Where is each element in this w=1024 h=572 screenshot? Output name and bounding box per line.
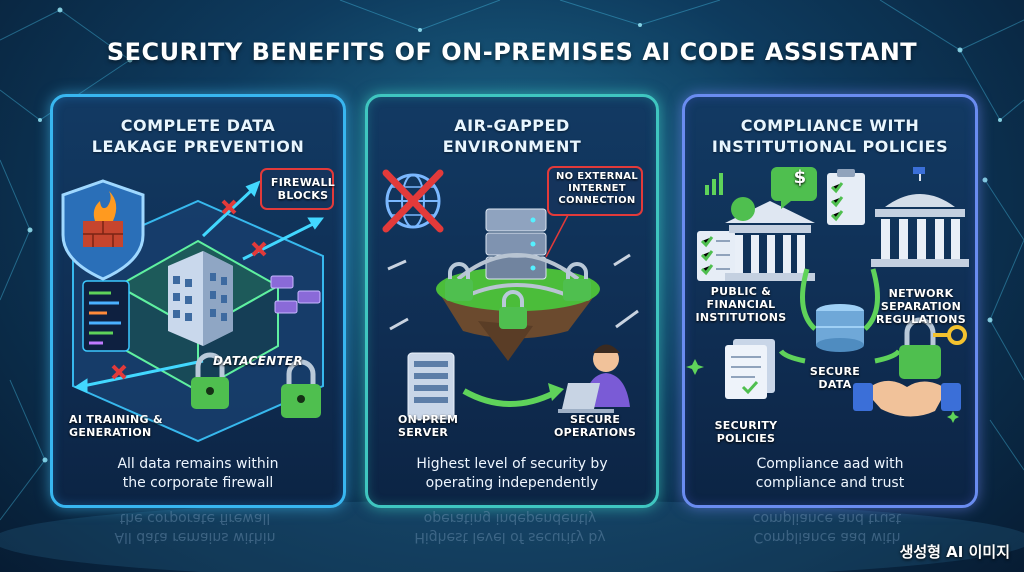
padlock-icon — [563, 262, 591, 301]
card-title-line-1: COMPLETE DATA — [120, 116, 276, 135]
card-title-line-1: COMPLIANCE WITH — [740, 116, 920, 135]
bank-building-icon — [725, 197, 815, 281]
compliance-illustration — [686, 167, 969, 423]
page-title: SECURITY BENEFITS OF ON-PREMISES AI CODE… — [106, 38, 918, 66]
handshake-icon — [853, 380, 961, 417]
padlock-icon — [281, 359, 321, 418]
card-data-leakage-prevention: COMPLETE DATA LEAKAGE PREVENTION — [50, 94, 346, 508]
server-stack-icon — [485, 208, 547, 280]
database-icon — [816, 304, 864, 352]
card-title: COMPLIANCE WITH INSTITUTIONAL POLICIES — [685, 115, 975, 157]
clipboard-icon — [827, 169, 865, 225]
card-compliance-policies: COMPLIANCE WITH INSTITUTIONAL POLICIES — [682, 94, 978, 508]
card-title: AIR-GAPPED ENVIRONMENT — [368, 115, 656, 157]
card-title-line-1: AIR-GAPPED — [454, 116, 570, 135]
operator-person-icon — [558, 344, 630, 413]
network-nodes-icon — [270, 275, 321, 314]
dollar-chat-icon — [771, 167, 817, 209]
blocked-x-icon — [111, 199, 267, 380]
air-gapped-illustration — [382, 166, 643, 420]
padlock-icon — [191, 352, 229, 409]
card-title-line-2: INSTITUTIONAL POLICIES — [711, 137, 949, 156]
padlock-icon — [445, 262, 473, 301]
ai-training-label: AI TRAINING &GENERATION — [69, 413, 163, 439]
datacenter-label: DATACENTER — [213, 354, 303, 368]
watermark-label: 생성형 AI 이미지 — [899, 543, 1010, 561]
padlock-key-icon — [899, 317, 967, 379]
unplugged-cable-icon — [387, 253, 639, 331]
dollar-symbol: $ — [793, 167, 807, 188]
card-title-line-2: LEAKAGE PREVENTION — [91, 137, 305, 156]
globe-no-internet-icon — [382, 169, 444, 233]
checklist-icon — [697, 231, 735, 281]
growth-chart-icon — [705, 173, 723, 195]
card-title: COMPLETE DATA LEAKAGE PREVENTION — [53, 115, 343, 157]
padlock-icon — [499, 290, 527, 329]
exchange-arrows-icon — [778, 268, 902, 364]
datacenter-illustration — [61, 168, 334, 443]
card-title-line-2: ENVIRONMENT — [442, 137, 582, 156]
office-building-icon — [168, 251, 233, 346]
policy-documents-icon — [725, 339, 775, 399]
shield-firewall-icon — [61, 179, 145, 281]
on-prem-server-icon — [407, 352, 455, 420]
code-panel-icon — [82, 280, 130, 352]
government-building-icon — [871, 167, 969, 267]
card-air-gapped-environment: AIR-GAPPED ENVIRONMENT — [365, 94, 659, 508]
